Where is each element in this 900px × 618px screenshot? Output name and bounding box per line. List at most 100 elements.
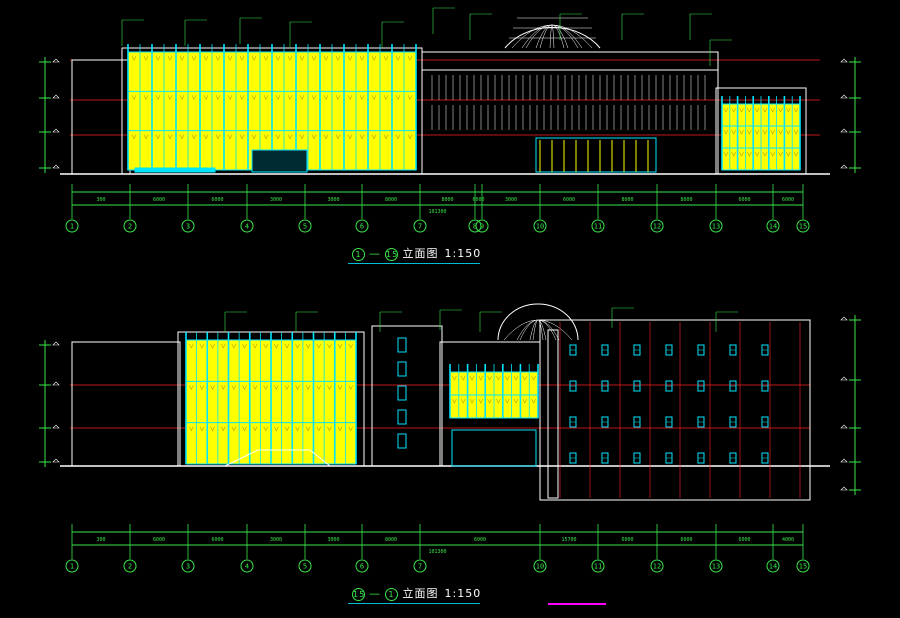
v-ornament	[143, 95, 149, 101]
axis-bubble	[468, 219, 482, 233]
v-ornament	[179, 134, 185, 140]
v-ornament	[383, 55, 389, 61]
span-dimension: 6000	[474, 537, 486, 543]
axis-label: 6	[360, 563, 364, 571]
v-ornament	[496, 375, 501, 381]
v-ornament	[299, 95, 305, 101]
v-ornament	[210, 343, 215, 349]
v-ornament	[460, 375, 466, 381]
v-ornament	[215, 95, 221, 101]
level-triangle	[52, 128, 60, 133]
v-ornament	[395, 95, 401, 101]
v-ornament	[395, 134, 401, 140]
axis-bubble	[796, 219, 810, 233]
level-triangle	[840, 458, 848, 463]
axis-bubble	[709, 219, 723, 233]
v-ornament	[274, 426, 279, 432]
span-dimension: 3000	[505, 197, 517, 203]
v-ornament	[210, 385, 215, 391]
axis-label: 3	[186, 563, 190, 571]
curtain-wall-main	[127, 44, 417, 171]
v-ornament	[287, 55, 293, 61]
dome-outline	[504, 26, 601, 49]
v-ornament	[189, 343, 194, 349]
v-ornament	[460, 398, 466, 404]
v-ornament	[327, 385, 332, 391]
axis-label: 4	[245, 223, 249, 231]
level-marks-right	[840, 57, 861, 173]
v-ornament	[371, 55, 377, 61]
v-ornament	[189, 426, 194, 432]
v-ornament	[323, 95, 329, 101]
v-ornament	[199, 343, 205, 349]
v-ornament	[731, 107, 736, 113]
v-ornament	[305, 385, 311, 391]
v-ornament	[323, 134, 329, 140]
v-ornament	[478, 398, 484, 404]
span-dimension: 8000	[680, 197, 692, 203]
axis-bubble	[298, 219, 312, 233]
axis-bubble	[240, 559, 254, 573]
v-ornament	[263, 134, 269, 140]
v-ornament	[311, 95, 317, 101]
v-ornament	[305, 426, 311, 432]
v-ornament	[231, 343, 237, 349]
v-ornament	[337, 343, 343, 349]
v-ornament	[284, 343, 290, 349]
v-ornament	[359, 55, 365, 61]
v-ornament	[295, 385, 300, 391]
v-ornament	[371, 95, 377, 101]
level-triangle	[52, 424, 60, 429]
title-text: 立面图	[402, 587, 439, 600]
axis-label: 10	[536, 223, 544, 231]
v-ornament	[383, 95, 389, 101]
v-ornament	[469, 375, 475, 381]
stair-window	[397, 361, 407, 377]
v-ornament	[786, 107, 791, 113]
v-ornament	[513, 375, 519, 381]
v-ornament	[531, 375, 536, 381]
v-ornament	[227, 55, 233, 61]
v-ornament	[311, 55, 317, 61]
axis-bubble	[413, 559, 427, 573]
span-dimension: 15700	[561, 537, 576, 543]
v-ornament	[407, 134, 413, 140]
v-ornament	[167, 134, 173, 140]
level-triangle	[840, 94, 848, 99]
axis-start-marker: 15	[352, 587, 366, 601]
v-ornament	[747, 107, 752, 113]
v-ornament	[275, 134, 281, 140]
v-ornament	[179, 55, 185, 61]
stair-window	[397, 433, 407, 449]
v-ornament	[327, 426, 332, 432]
axis-label: 13	[712, 563, 720, 571]
v-ornament	[731, 151, 736, 157]
v-ornament	[407, 55, 413, 61]
axis-bubble	[650, 559, 664, 573]
v-ornament	[754, 151, 760, 157]
v-ornament	[531, 398, 536, 404]
v-ornament	[504, 398, 510, 404]
span-dimension: 4000	[782, 537, 794, 543]
v-ornament	[337, 385, 343, 391]
span-dimension: 6000	[680, 537, 692, 543]
v-ornament	[359, 95, 365, 101]
title-underline	[348, 263, 480, 264]
dome-rib	[519, 319, 557, 341]
level-triangle	[840, 128, 848, 133]
v-ornament	[203, 95, 209, 101]
v-ornament	[220, 343, 226, 349]
block-right-outline	[539, 319, 811, 501]
v-ornament	[778, 129, 783, 135]
axis-bubble	[650, 219, 664, 233]
v-ornament	[747, 151, 752, 157]
axis-label: 9	[480, 223, 484, 231]
axis-bubble	[123, 559, 137, 573]
v-ornament	[189, 385, 194, 391]
v-ornament	[239, 95, 245, 101]
axis-bubble	[413, 219, 427, 233]
v-ornament	[359, 134, 365, 140]
dome-rib	[503, 319, 573, 341]
axis-label: 12	[653, 223, 661, 231]
entrance-steps	[224, 449, 331, 467]
